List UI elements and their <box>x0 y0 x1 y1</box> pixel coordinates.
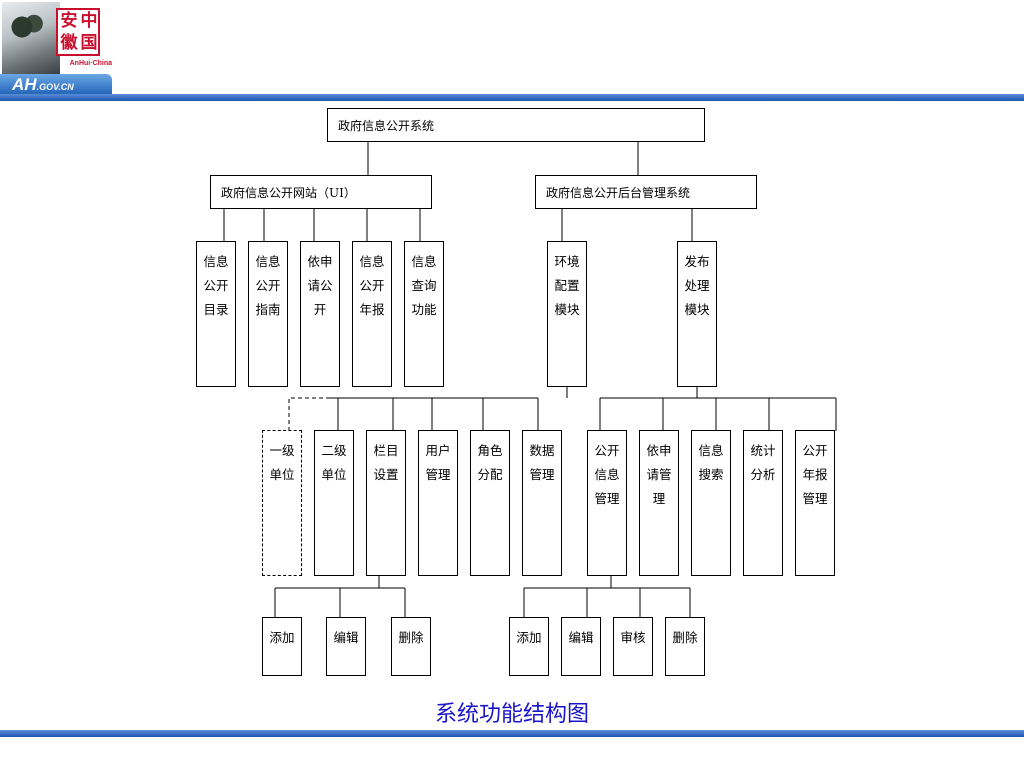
info-op-label: 删除 <box>672 630 698 645</box>
publish-child-label: 统计分析 <box>750 443 776 482</box>
logo-caption: AnHui·China <box>69 60 112 67</box>
badge-main: AH <box>12 75 37 94</box>
env-child-label: 二级单位 <box>321 443 347 482</box>
env-child-node: 栏目设置 <box>366 430 406 576</box>
portal-module-label: 信息公开目录 <box>203 254 229 317</box>
portal-module-label: 信息公开年报 <box>359 254 385 317</box>
publish-child-node: 信息搜索 <box>691 430 731 576</box>
backend-label: 政府信息公开后台管理系统 <box>546 185 691 200</box>
env-child-label: 栏目设置 <box>373 443 399 482</box>
env-child-node: 一级单位 <box>262 430 302 576</box>
column-op-node: 编辑 <box>326 617 366 676</box>
seal-char-1: 安 <box>60 11 78 31</box>
column-op-label: 编辑 <box>333 630 359 645</box>
portal-module-node: 信息查询功能 <box>404 241 444 387</box>
seal-char-3: 徽 <box>60 33 78 53</box>
domain-badge-text: AH.GOV.CN <box>12 76 74 96</box>
publish-child-node: 统计分析 <box>743 430 783 576</box>
footer-bar <box>0 730 1024 737</box>
env-child-node: 角色分配 <box>470 430 510 576</box>
info-op-node: 审核 <box>613 617 653 676</box>
header-bar <box>0 94 1024 101</box>
env-child-label: 一级单位 <box>269 443 295 482</box>
info-op-node: 编辑 <box>561 617 601 676</box>
publish-child-label: 信息搜索 <box>698 443 724 482</box>
portal-module-node: 信息公开指南 <box>248 241 288 387</box>
info-op-node: 删除 <box>665 617 705 676</box>
info-op-node: 添加 <box>509 617 549 676</box>
publish-child-label: 公开年报管理 <box>802 443 828 506</box>
anhui-china-seal: 安 中 徽 国 <box>56 8 100 56</box>
env-config-module-node: 环境配置模块 <box>547 241 587 387</box>
publish-module-node: 发布处理模块 <box>677 241 717 387</box>
portal-label: 政府信息公开网站（UI） <box>221 185 356 200</box>
dashed-connector <box>288 397 330 431</box>
seal-char-2: 中 <box>80 11 98 31</box>
info-op-label: 添加 <box>516 630 542 645</box>
env-child-label: 数据管理 <box>529 443 555 482</box>
publish-child-node: 依申请管理 <box>639 430 679 576</box>
pine-tree-icon <box>6 10 46 44</box>
root-label: 政府信息公开系统 <box>338 118 435 133</box>
diagram-caption: 系统功能结构图 <box>434 702 589 727</box>
badge-suffix: .GOV.CN <box>36 82 74 92</box>
publish-child-label: 依申请管理 <box>646 443 672 506</box>
root-node: 政府信息公开系统 <box>327 108 705 142</box>
info-op-label: 审核 <box>620 630 646 645</box>
publish-module-label: 发布处理模块 <box>684 254 710 317</box>
backend-node: 政府信息公开后台管理系统 <box>535 175 757 209</box>
logo-landscape-photo <box>2 2 60 78</box>
env-config-module-label: 环境配置模块 <box>554 254 580 317</box>
column-op-node: 添加 <box>262 617 302 676</box>
info-op-label: 编辑 <box>568 630 594 645</box>
publish-child-label: 公开信息管理 <box>594 443 620 506</box>
domain-badge: AH.GOV.CN <box>0 74 112 96</box>
portal-module-node: 信息公开年报 <box>352 241 392 387</box>
portal-node: 政府信息公开网站（UI） <box>210 175 432 209</box>
publish-child-node: 公开信息管理 <box>587 430 627 576</box>
column-op-label: 删除 <box>398 630 424 645</box>
portal-module-label: 信息公开指南 <box>255 254 281 317</box>
portal-module-label: 依申请公开 <box>307 254 333 317</box>
env-child-node: 用户管理 <box>418 430 458 576</box>
seal-char-4: 国 <box>80 33 98 53</box>
portal-module-label: 信息查询功能 <box>411 254 437 317</box>
column-op-node: 删除 <box>391 617 431 676</box>
env-child-node: 二级单位 <box>314 430 354 576</box>
env-child-label: 用户管理 <box>425 443 451 482</box>
site-logo: 安 中 徽 国 AnHui·China AH.GOV.CN <box>0 0 112 98</box>
portal-module-node: 信息公开目录 <box>196 241 236 387</box>
portal-module-node: 依申请公开 <box>300 241 340 387</box>
column-op-label: 添加 <box>269 630 295 645</box>
publish-child-node: 公开年报管理 <box>795 430 835 576</box>
env-child-label: 角色分配 <box>477 443 503 482</box>
env-child-node: 数据管理 <box>522 430 562 576</box>
